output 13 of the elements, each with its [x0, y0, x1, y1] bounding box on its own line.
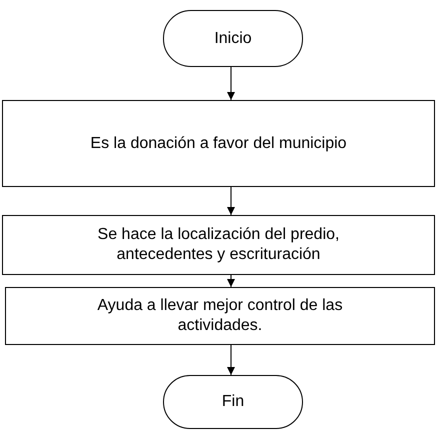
arrow	[227, 344, 235, 376]
node-text: Se hace la localización del predio, antecedentes y escrituración	[96, 225, 340, 265]
arrow	[227, 186, 235, 216]
node-text: Es la donación a favor del municipio	[90, 134, 347, 154]
node-text: Inicio	[214, 28, 252, 48]
arrow	[227, 274, 235, 288]
arrow	[227, 66, 235, 100]
process-box	[5, 287, 435, 345]
process-box	[2, 215, 435, 275]
node-text: Fin	[222, 392, 244, 412]
process-box	[2, 100, 435, 187]
terminator-box	[163, 375, 303, 429]
node-text: Ayuda a llevar mejor control de las actividades.	[96, 296, 344, 336]
